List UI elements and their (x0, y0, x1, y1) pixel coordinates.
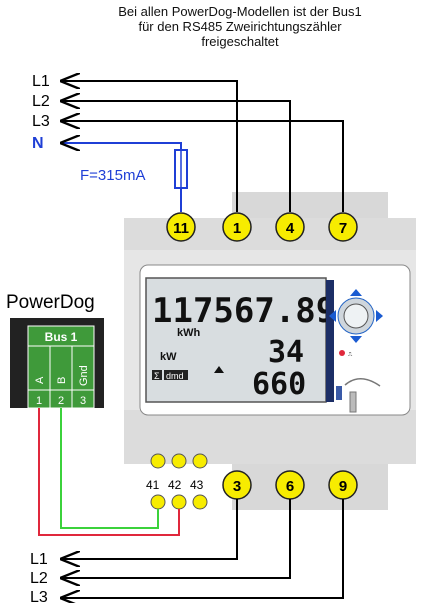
terminal-1-label: 1 (233, 220, 241, 237)
terminal-42[interactable] (171, 494, 187, 510)
meter-top-ridge (232, 192, 388, 218)
terminal-empty-2 (171, 453, 187, 469)
terminal-41-label: 41 (146, 478, 160, 492)
output-l2-wire (62, 499, 291, 578)
sigma-icon (152, 370, 162, 380)
heading-line-1: Bei allen PowerDog-Modellen ist der Bus1 (118, 4, 362, 19)
pin-1-label: 1 (36, 395, 42, 407)
terminal-4-label: 4 (286, 220, 295, 237)
terminal-empty-3 (192, 453, 208, 469)
pin-gnd-label: Gnd (78, 365, 90, 386)
input-l2-label: L2 (32, 93, 50, 110)
pulse-led-icon (339, 350, 345, 356)
output-l3-label: L3 (30, 589, 48, 603)
rs485-a-wire (38, 408, 180, 536)
terminal-43[interactable] (192, 494, 208, 510)
input-l1-wire (62, 81, 238, 212)
output-l1-wire (62, 499, 238, 559)
output-l3-wire (62, 499, 344, 598)
input-l1-label: L1 (32, 73, 50, 90)
fuse-label: F=315mA (80, 167, 145, 184)
lcd-value-2: 34 (268, 335, 304, 370)
nav-down-arrow-icon[interactable] (350, 336, 362, 343)
pin-a-label: A (34, 376, 46, 384)
lcd-energy-value: 117567.89 (152, 291, 336, 331)
rs485-b-wire (60, 408, 159, 529)
terminal-9-label: 9 (339, 478, 347, 495)
terminal-7[interactable] (328, 212, 358, 242)
nav-pad-button[interactable] (343, 303, 369, 329)
meter-bottom-ridge (232, 464, 388, 510)
heading-line-2: für den RS485 Zweirichtungszähler (138, 19, 342, 34)
sealing-screw (349, 391, 357, 413)
terminal-3-label: 3 (233, 478, 241, 495)
terminal-41[interactable] (150, 494, 166, 510)
terminal-4[interactable] (275, 212, 305, 242)
output-l2-label: L2 (30, 570, 48, 587)
terminal-empty-1 (150, 453, 166, 469)
sigma-icon-glyph: Σ (154, 371, 160, 381)
neutral-wire (62, 143, 182, 150)
meter-logo (336, 386, 342, 400)
output-lines: L1 L2 L3 (30, 499, 344, 603)
powerdog-device: PowerDog Bus 1 A B Gnd 1 2 3 (6, 292, 104, 409)
bus1-label: Bus 1 (45, 330, 78, 344)
powerdog-title: PowerDog (6, 292, 95, 313)
input-l3-label: L3 (32, 113, 50, 130)
dmd-label: dmd (166, 371, 184, 381)
energy-meter: 117567.89 kWh kW 34 Σ dmd 660 ⎍ (124, 192, 416, 510)
bottom-terminals: 3 6 9 (222, 470, 358, 500)
pulse-symbol-icon: ⎍ (348, 352, 353, 358)
terminal-11[interactable] (166, 212, 196, 242)
nav-up-arrow-icon[interactable] (350, 289, 362, 296)
pin-3-label: 3 (80, 395, 86, 407)
terminal-7-label: 7 (339, 220, 347, 237)
input-l2-wire (62, 101, 291, 212)
nav-right-arrow-icon[interactable] (376, 310, 383, 322)
terminal-6-label: 6 (286, 478, 294, 495)
terminal-11-label: 11 (173, 220, 189, 237)
terminal-1[interactable] (222, 212, 252, 242)
navigation-pad[interactable] (329, 289, 383, 343)
pin-2-label: 2 (58, 395, 64, 407)
input-n-label: N (32, 135, 44, 152)
bus1-connector[interactable] (27, 325, 95, 409)
terminal-43-label: 43 (190, 478, 204, 492)
rs485-terminals: 41 42 43 (146, 453, 208, 510)
output-l1-label: L1 (30, 551, 48, 568)
up-arrow-icon (214, 366, 224, 373)
neutral-line: N F=315mA (32, 135, 188, 212)
lcd-power-unit: kW (160, 351, 177, 363)
seal-hook (344, 378, 381, 387)
heading-line-3: freigeschaltet (201, 34, 279, 49)
terminal-42-label: 42 (168, 478, 182, 492)
input-l3-wire (62, 121, 344, 212)
heading: Bei allen PowerDog-Modellen ist der Bus1… (40, 4, 428, 49)
nav-left-arrow-icon[interactable] (329, 310, 336, 322)
input-lines: L1 L2 L3 (32, 73, 344, 212)
top-terminals: 11 1 4 7 (166, 212, 358, 242)
lcd-energy-unit: kWh (177, 327, 201, 339)
pin-b-label: B (56, 377, 68, 384)
dmd-badge (164, 370, 188, 380)
panel-divider (326, 280, 334, 402)
lcd-value-3: 660 (252, 367, 306, 402)
